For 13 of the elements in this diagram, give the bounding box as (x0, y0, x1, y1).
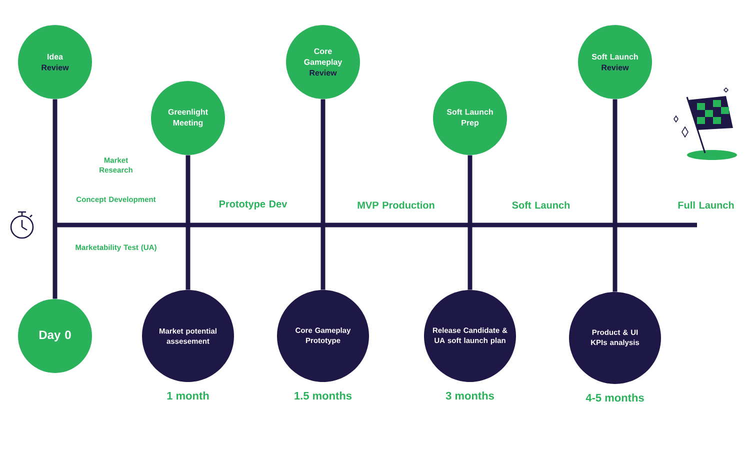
connector-line (612, 99, 618, 292)
phase-label: Full Launch (678, 201, 734, 209)
connector-line (468, 155, 472, 290)
duration-label: 3 months (446, 392, 494, 400)
connector-line (186, 155, 190, 290)
phase-label: Prototype Dev (220, 200, 288, 210)
duration-label: 1.5 months (294, 392, 352, 400)
duration-label: 1 month (167, 392, 209, 400)
duration-label: 4-5 months (586, 394, 644, 402)
connector-line (52, 99, 58, 299)
phase-label: Soft Launch (512, 201, 570, 209)
connector-line (320, 99, 326, 290)
phase-label: MVP Production (358, 201, 434, 209)
